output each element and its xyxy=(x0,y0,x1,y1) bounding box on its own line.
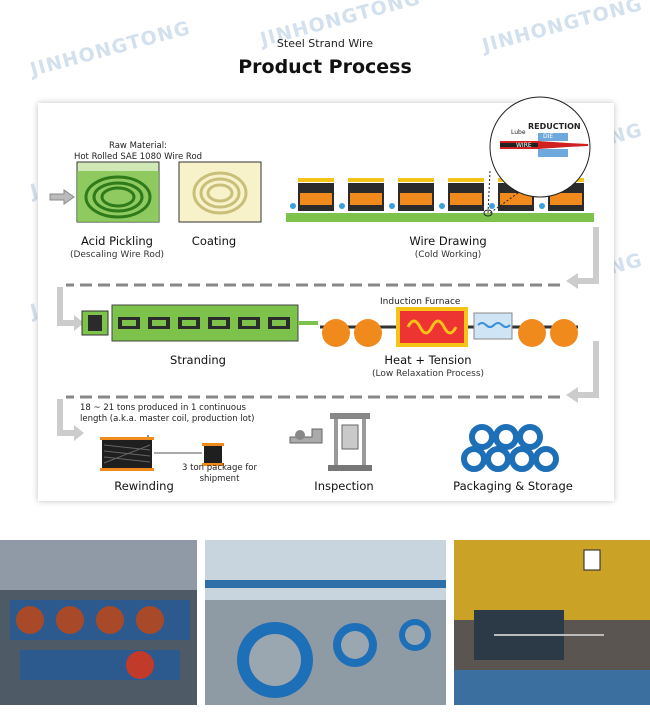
input-arrow-icon xyxy=(49,189,75,205)
stranding-label: Stranding xyxy=(170,353,226,367)
heat-tension-line xyxy=(320,307,578,347)
reduction-die: DIE xyxy=(543,133,554,140)
wire-spool-line-photo xyxy=(205,540,446,705)
production-note: 18 ~ 21 tons produced in 1 continuous le… xyxy=(80,403,255,424)
stranding-machine xyxy=(81,304,318,342)
reduction-title: REDUCTION xyxy=(528,122,581,131)
packaging-label: Packaging & Storage xyxy=(453,479,573,493)
flow-line-1 xyxy=(66,227,599,289)
acid-pickling-tank xyxy=(76,161,160,223)
process-panel: Raw Material: Hot Rolled SAE 1080 Wire R… xyxy=(38,96,614,501)
wire-drawing-label: Wire Drawing xyxy=(409,234,487,248)
packaging-coils xyxy=(461,424,559,472)
acid-pickling-sub: (Descaling Wire Rod) xyxy=(69,250,165,260)
reduction-callout xyxy=(483,96,591,217)
wire-drawing-sub: (Cold Working) xyxy=(414,250,482,260)
machinery-closeup-photo xyxy=(454,540,650,705)
page-subtitle: Steel Strand Wire xyxy=(276,37,374,50)
page-title: Product Process xyxy=(238,56,412,78)
coating-label: Coating xyxy=(191,234,237,248)
flow-arrow-3 xyxy=(57,399,84,441)
reduction-wire: WIRE xyxy=(516,142,532,149)
rewinding-label: Rewinding xyxy=(114,479,174,493)
flow-line-2 xyxy=(66,341,599,403)
stranding-machine-photo xyxy=(0,540,197,705)
inspection-equipment xyxy=(289,413,372,471)
induction-furnace-label: Induction Furnace xyxy=(380,297,461,307)
inspection-label: Inspection xyxy=(314,479,374,493)
coating-tank xyxy=(178,161,262,223)
package-note: 3 ton package for shipment xyxy=(182,463,258,484)
heat-tension-label: Heat + Tension xyxy=(384,353,472,367)
raw-material-note: Raw Material: Hot Rolled SAE 1080 Wire R… xyxy=(73,141,203,162)
acid-pickling-label: Acid Pickling xyxy=(81,234,153,248)
flow-arrow-2 xyxy=(57,287,84,331)
rewinding-coils xyxy=(100,435,224,471)
heat-tension-sub: (Low Relaxation Process) xyxy=(371,369,485,379)
reduction-lube: Lube xyxy=(511,129,526,136)
